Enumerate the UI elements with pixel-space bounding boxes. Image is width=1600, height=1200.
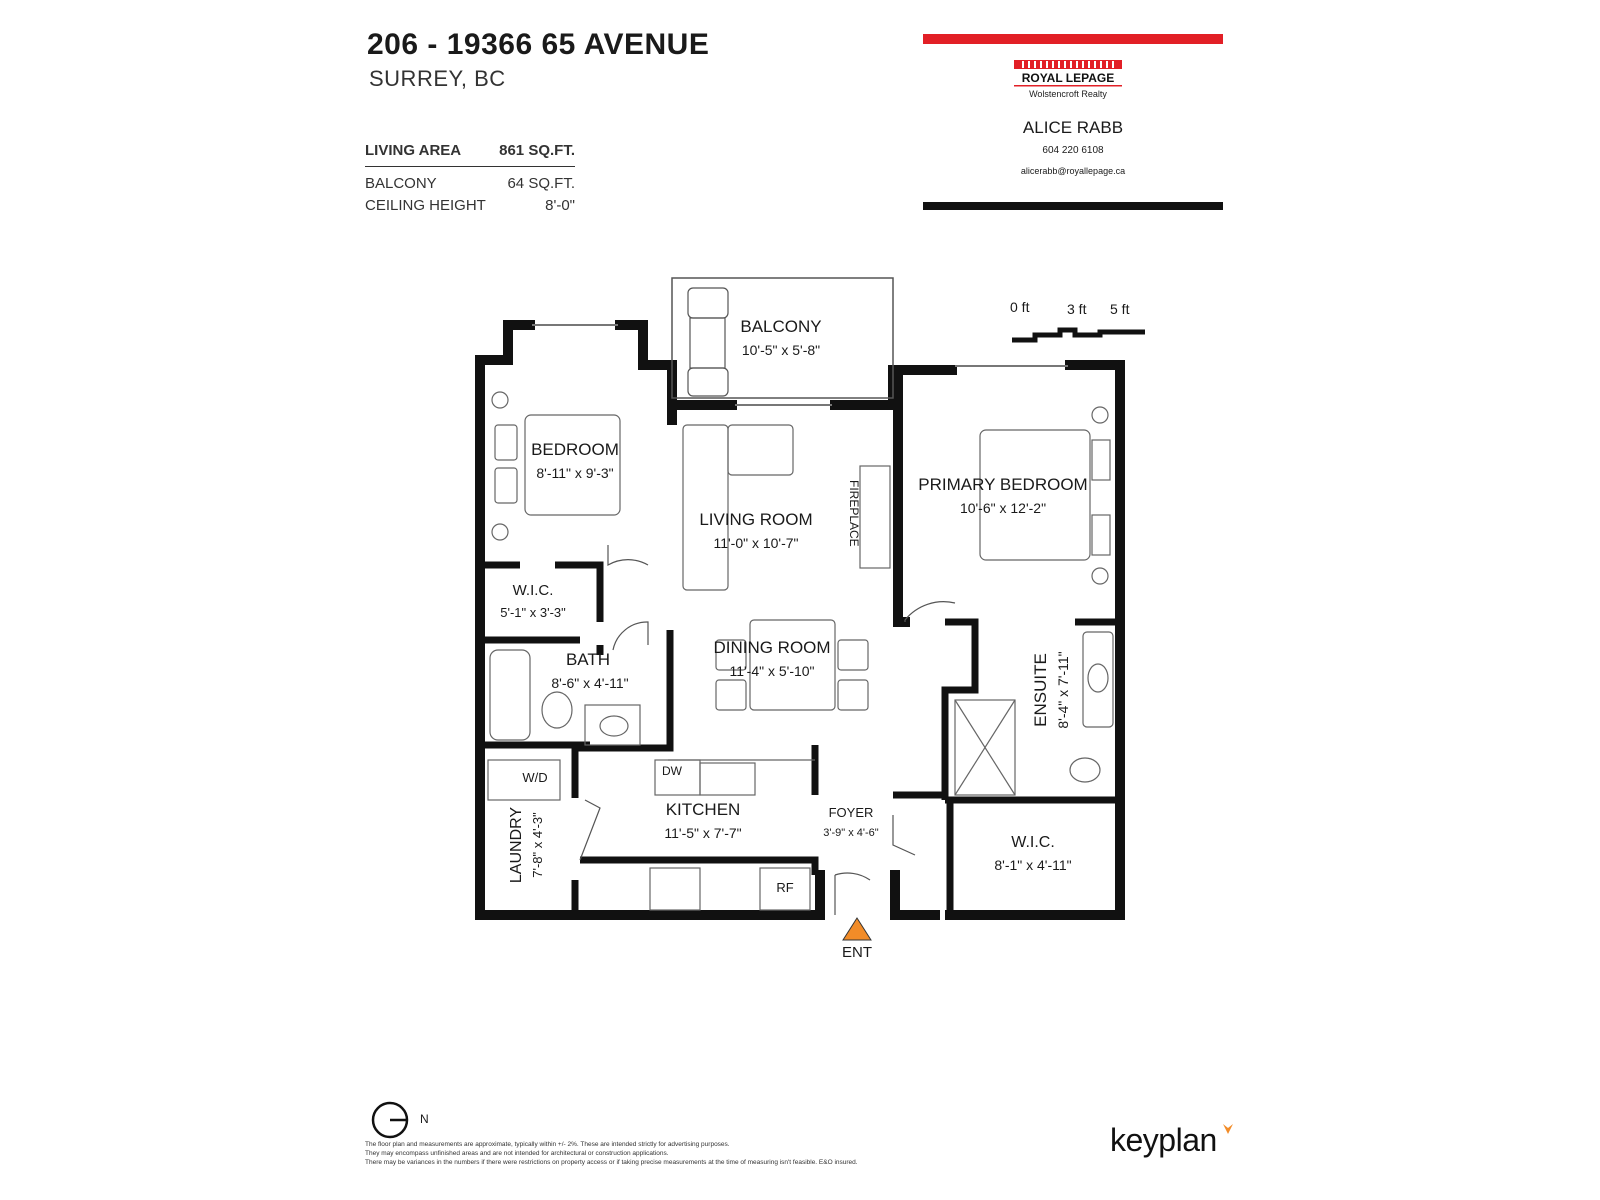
royal-lepage-logo: ROYAL LEPAGE Wolstencroft Realty: [1012, 60, 1124, 104]
room-dims-kitchen: 11'-5" x 7'-7": [664, 825, 741, 841]
balcony-outline: [671, 277, 894, 399]
stat-value: 64 SQ.FT.: [507, 175, 575, 192]
entry-label: ENT: [842, 944, 872, 961]
scale-bar: 0 ft 3 ft 5 ft: [1010, 299, 1145, 343]
room-name-balcony: BALCONY: [740, 317, 821, 336]
windows: [532, 324, 1068, 406]
agent-accent-bar: [923, 34, 1223, 44]
agent-email: alicerabb@royallepage.ca: [1020, 166, 1126, 176]
room-dims-wic2: 8'-1" x 4'-11": [994, 857, 1071, 873]
disclaimer-line: The floor plan and measurements are appr…: [365, 1141, 730, 1148]
room-labels: BALCONY 10'-5" x 5'-8" BEDROOM 8'-11" x …: [500, 317, 1087, 961]
dishwasher-label: DW: [662, 764, 683, 778]
keyplan-mark-icon: [1222, 1122, 1234, 1134]
property-address: 206 - 19366 65 AVENUE: [367, 28, 710, 61]
room-name-wic2: W.I.C.: [1011, 834, 1055, 851]
stat-label: LIVING AREA: [365, 142, 462, 159]
room-name-primary: PRIMARY BEDROOM: [918, 475, 1087, 494]
stat-label: CEILING HEIGHT: [365, 197, 486, 214]
interior-walls: [480, 561, 1120, 915]
room-name-living: LIVING ROOM: [699, 510, 812, 529]
balcony-chairs: [687, 287, 729, 397]
entry-marker-icon: [842, 917, 872, 941]
stat-row-living-area: LIVING AREA 861 SQ.FT.: [365, 140, 575, 167]
logo-office: Wolstencroft Realty: [1029, 89, 1107, 99]
furniture: [487, 391, 1114, 911]
disclaimer-line: There may be variances in the numbers if…: [365, 1159, 858, 1166]
agent-name: ALICE RABB: [1022, 118, 1124, 137]
room-dims-bath: 8'-6" x 4'-11": [551, 675, 628, 691]
room-name-bedroom: BEDROOM: [531, 440, 619, 459]
logo-brand: ROYAL LEPAGE: [1022, 71, 1114, 85]
agent-phone: 604 220 6108: [1042, 145, 1104, 156]
stat-row-balcony: BALCONY 64 SQ.FT.: [365, 173, 575, 195]
door-swings: [579, 545, 956, 915]
room-name-dining: DINING ROOM: [713, 638, 830, 657]
north-label: N: [420, 1112, 429, 1126]
room-name-ensuite: ENSUITE: [1031, 653, 1050, 727]
room-name-kitchen: KITCHEN: [666, 800, 741, 819]
area-stats: LIVING AREA 861 SQ.FT. BALCONY 64 SQ.FT.…: [365, 140, 575, 217]
room-dims-primary: 10'-6" x 12'-2": [960, 500, 1046, 516]
room-dims-dining: 11'-4" x 5'-10": [729, 663, 814, 679]
agent-bottom-bar: [923, 202, 1223, 210]
scale-label-0: 0 ft: [1010, 299, 1030, 315]
scale-label-3: 3 ft: [1067, 301, 1087, 317]
room-name-laundry: LAUNDRY: [508, 807, 525, 884]
compass-icon: [370, 1100, 420, 1140]
room-dims-foyer: 3'-9" x 4'-6": [823, 827, 879, 839]
stat-value: 8'-0": [545, 197, 575, 214]
keyplan-logo: keyplan: [1110, 1122, 1217, 1158]
stat-row-ceiling: CEILING HEIGHT 8'-0": [365, 195, 575, 217]
room-name-bath: BATH: [566, 650, 610, 669]
room-dims-laundry: 7'-8" x 4'-3": [530, 812, 545, 878]
fridge-label: RF: [776, 880, 793, 895]
washer-dryer-label: W/D: [522, 770, 547, 785]
room-name-wic1: W.I.C.: [513, 582, 554, 599]
scale-label-5: 5 ft: [1110, 301, 1130, 317]
disclaimer-line: They may encompass unfinished areas and …: [365, 1150, 669, 1157]
room-dims-living: 11'-0" x 10'-7": [713, 535, 798, 551]
stat-value: 861 SQ.FT.: [499, 142, 575, 159]
disclaimer: The floor plan and measurements are appr…: [365, 1140, 985, 1167]
room-dims-balcony: 10'-5" x 5'-8": [742, 342, 820, 358]
room-dims-wic1: 5'-1" x 3'-3": [500, 605, 566, 620]
room-dims-ensuite: 8'-4" x 7'-11": [1055, 651, 1071, 728]
room-name-foyer: FOYER: [829, 805, 874, 820]
property-city: SURREY, BC: [369, 66, 506, 91]
room-dims-bedroom: 8'-11" x 9'-3": [536, 465, 613, 481]
fireplace-label: FIREPLACE: [847, 480, 861, 547]
stat-label: BALCONY: [365, 175, 437, 192]
